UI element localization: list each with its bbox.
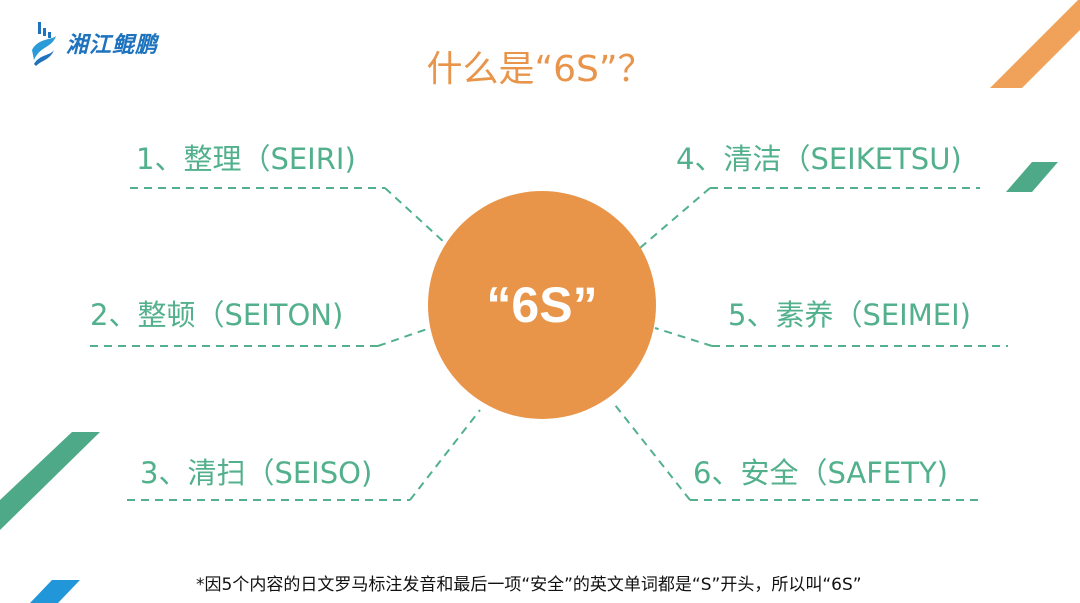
brand-logo: 湘江鲲鹏: [30, 18, 158, 68]
center-circle: “6S”: [428, 191, 656, 419]
connector-5: [654, 327, 713, 347]
footnote: *因5个内容的日文罗马标注发音和最后一项“安全”的英文单词都是“S”开头，所以叫…: [196, 575, 862, 595]
page-title: 什么是“6S”？: [426, 49, 654, 90]
item-safety: 6、安全（SAFETY): [693, 456, 948, 490]
connector-3: [409, 409, 481, 501]
center-label: “6S”: [486, 277, 598, 333]
item-seiri: 1、整理（SEIRI): [136, 142, 356, 176]
green-stripe-left: [0, 432, 100, 530]
connector-4: [639, 187, 711, 249]
item-seiketsu: 4、清洁（SEIKETSU): [676, 142, 962, 176]
item-seiso: 3、清扫（SEISO): [140, 456, 373, 490]
item-seiton: 2、整顿（SEITON): [90, 298, 344, 332]
connector-1: [384, 187, 446, 244]
green-stripe-right: [1006, 162, 1058, 192]
item-seimei: 5、素养（SEIMEI): [728, 298, 971, 332]
connector-6: [614, 404, 691, 501]
logo-mark-icon: [32, 22, 56, 66]
blue-stripe-bottom-left: [30, 580, 80, 603]
connector-2: [377, 327, 431, 347]
brand-name: 湘江鲲鹏: [66, 33, 159, 58]
orange-stripe-top-right: [990, 0, 1080, 88]
